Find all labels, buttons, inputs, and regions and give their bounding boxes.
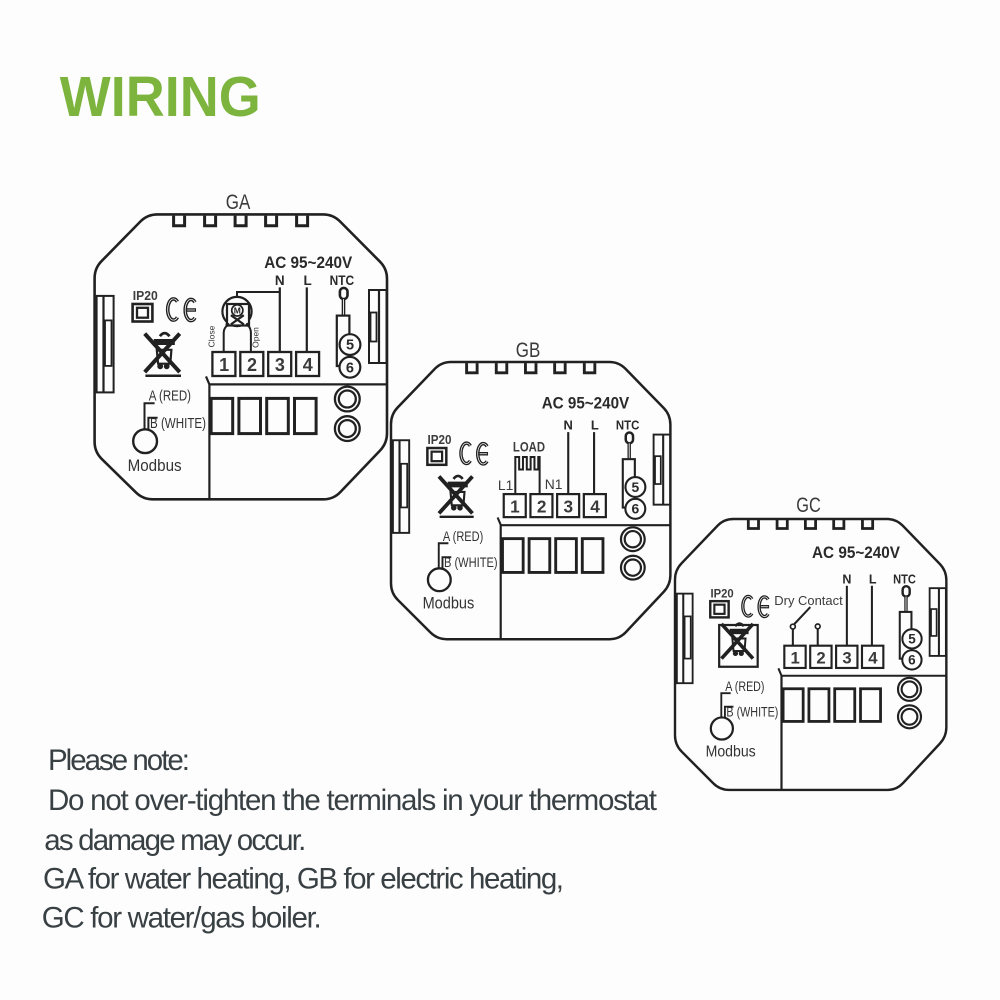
- svg-text:LOAD: LOAD: [513, 439, 545, 454]
- svg-text:M: M: [234, 305, 241, 315]
- svg-text:L1: L1: [498, 477, 514, 493]
- svg-text:Please note:: Please note:: [48, 744, 190, 777]
- svg-text:WIRING: WIRING: [60, 65, 261, 129]
- svg-text:GC for water/gas boiler.: GC for water/gas boiler.: [42, 902, 322, 935]
- svg-text:N1: N1: [545, 476, 563, 492]
- svg-text:Close: Close: [206, 325, 216, 347]
- svg-text:GA for water heating, GB for e: GA for water heating, GB for electric he…: [43, 863, 564, 896]
- svg-text:AC 95~240V: AC 95~240V: [812, 543, 901, 562]
- svg-text:AC 95~240V: AC 95~240V: [264, 253, 353, 272]
- svg-text:Do not over-tighten the termin: Do not over-tighten the terminals in you…: [48, 784, 657, 817]
- svg-text:GA: GA: [226, 191, 251, 214]
- svg-text:as damage may occur.: as damage may occur.: [44, 824, 306, 857]
- svg-text:GC: GC: [796, 494, 821, 517]
- svg-text:Dry Contact: Dry Contact: [774, 593, 843, 608]
- svg-text:GB: GB: [516, 339, 541, 362]
- svg-text:Open: Open: [251, 327, 261, 348]
- svg-text:AC 95~240V: AC 95~240V: [542, 394, 630, 413]
